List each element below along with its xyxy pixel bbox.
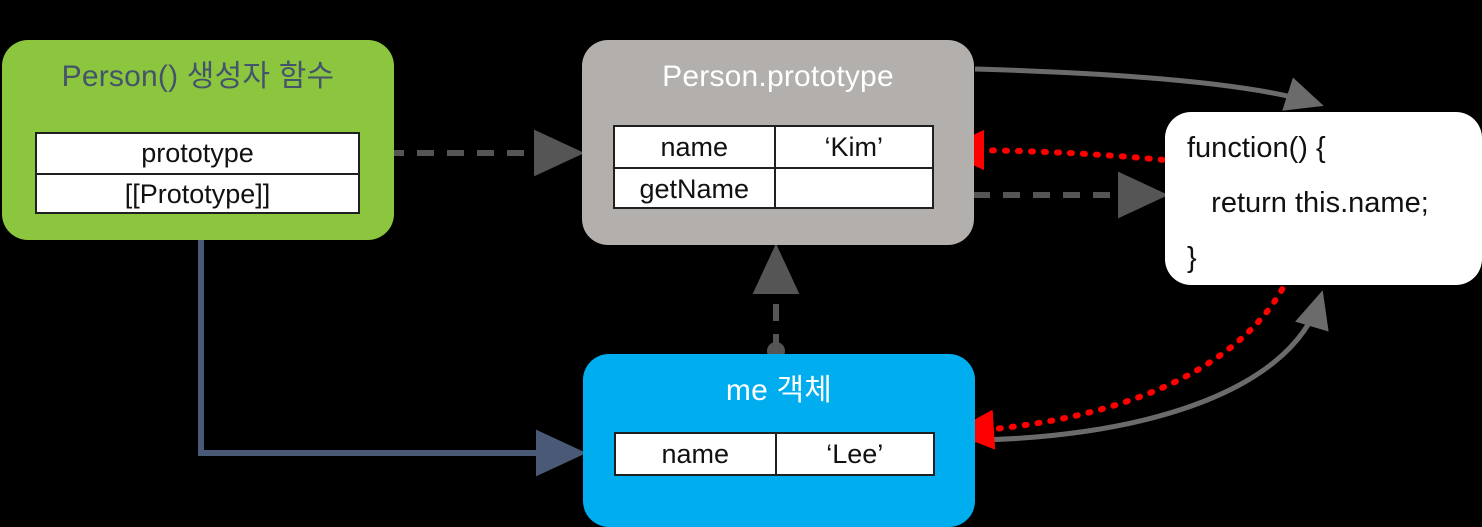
constructor-node-title: Person() 생성자 함수 <box>61 60 335 93</box>
edge-instance-to-function-curve <box>974 290 1329 443</box>
function-body-node[interactable]: function() { return this.name; } <box>1165 112 1482 285</box>
edge-constructor-to-instance <box>198 240 587 477</box>
prototype-getname-key: getName <box>639 173 750 204</box>
prototype-name-key: name <box>660 131 729 162</box>
edge-prototype-object-to-function-curve <box>974 66 1324 111</box>
table-row[interactable]: [[Prototype]] <box>37 173 358 212</box>
instance-name-key: name <box>661 438 730 469</box>
instance-node-title: me 객체 <box>725 374 833 407</box>
instance-name-value: ‘Lee’ <box>774 434 934 474</box>
constructor-properties-table: prototype [[Prototype]] <box>35 132 360 214</box>
prototype-node-title: Person.prototype <box>662 60 894 93</box>
function-code-line-3: } <box>1187 242 1197 274</box>
function-code-line-2: return this.name; <box>1187 187 1429 219</box>
table-row[interactable]: name ‘Kim’ <box>615 127 932 167</box>
constructor-internal-slot-label: [[Prototype]] <box>124 179 271 209</box>
table-row[interactable]: getName <box>615 167 933 209</box>
prototype-name-value: ‘Kim’ <box>773 127 933 167</box>
instance-node[interactable]: me 객체 name ‘Lee’ <box>583 354 975 527</box>
prototype-getname-value <box>773 169 933 209</box>
table-row[interactable]: prototype <box>37 134 358 173</box>
instance-properties-table: name ‘Lee’ <box>614 432 935 476</box>
function-code-line-1: function() { <box>1187 132 1326 164</box>
table-row[interactable]: name ‘Lee’ <box>616 434 933 474</box>
prototype-properties-table: name ‘Kim’ getName <box>613 125 934 209</box>
constructor-prototype-label: prototype <box>141 138 254 168</box>
constructor-node[interactable]: Person() 생성자 함수 prototype [[Prototype]] <box>2 40 394 240</box>
prototype-node[interactable]: Person.prototype name ‘Kim’ getName <box>582 40 974 245</box>
